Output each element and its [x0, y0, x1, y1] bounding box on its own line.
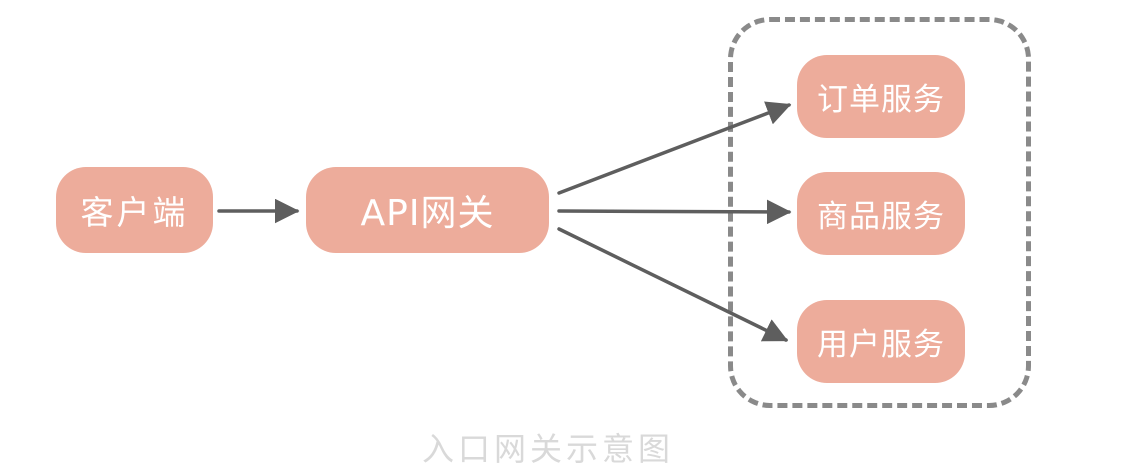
node-order-service: 订单服务 — [797, 55, 965, 138]
node-api-gateway-label: API网关 — [360, 193, 495, 234]
node-product-service-label: 商品服务 — [817, 199, 945, 235]
node-order-service-label: 订单服务 — [817, 82, 945, 118]
node-product-service: 商品服务 — [797, 172, 965, 255]
node-client-label: 客户端 — [80, 193, 189, 232]
diagram-caption: 入口网关示意图 — [421, 430, 674, 468]
node-user-service-label: 用户服务 — [817, 327, 945, 363]
node-user-service: 用户服务 — [797, 300, 965, 383]
node-client: 客户端 — [56, 167, 213, 253]
node-api-gateway: API网关 — [306, 167, 549, 253]
